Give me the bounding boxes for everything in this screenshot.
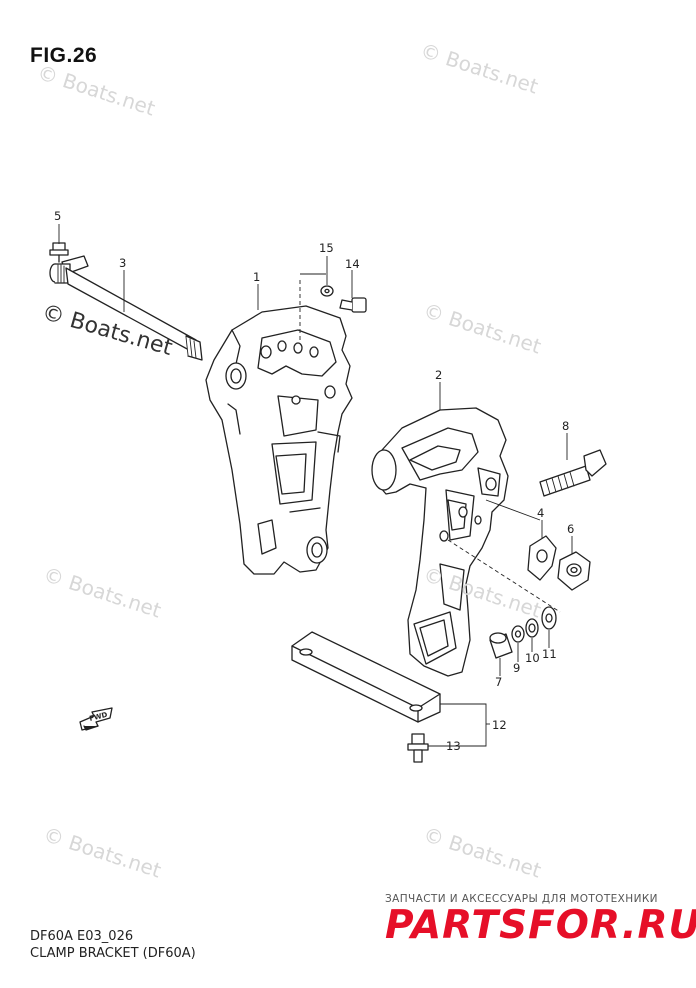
forward-arrow-icon: FWD (79, 707, 113, 731)
callout-8: 8 (562, 419, 569, 433)
shaft-bolt-part-3 (49, 255, 203, 361)
callout-6: 6 (567, 522, 574, 536)
callout-14: 14 (345, 257, 360, 271)
callout-10: 10 (525, 651, 540, 665)
clamp-bracket-part-1 (205, 305, 353, 575)
washer-part-15 (320, 285, 334, 297)
callout-1: 1 (253, 270, 260, 284)
callout-2: 2 (435, 368, 442, 382)
callout-7: 7 (495, 675, 502, 689)
bolt-part-14 (339, 297, 367, 313)
nut-part-6 (557, 551, 591, 591)
figure-title: FIG.26 (30, 44, 98, 67)
clamp-bracket-part-2 (371, 407, 509, 677)
washer-part-11 (541, 606, 557, 630)
callout-4: 4 (537, 506, 544, 520)
leader-lines (58, 224, 573, 747)
small-bolt-part-5 (49, 242, 69, 263)
brand-tagline: ЗАПЧАСТИ И АКСЕССУАРЫ ДЛЯ МОТОТЕХНИКИ (385, 893, 658, 905)
bolt-part-8 (539, 449, 607, 497)
callout-9: 9 (513, 661, 520, 675)
callout-15: 15 (319, 241, 334, 255)
pad-part-12 (291, 631, 441, 723)
brand-logo: PARTSFOR.RU (385, 903, 696, 948)
washer-part-10 (525, 618, 539, 638)
callout-11: 11 (542, 647, 557, 661)
bushing-part-7 (489, 632, 513, 659)
bolt-part-13 (407, 733, 429, 763)
washer-part-9 (511, 625, 525, 643)
callout-13: 13 (446, 739, 461, 753)
model-code: DF60A E03_026 (30, 929, 134, 944)
callout-5: 5 (54, 209, 61, 223)
callout-labels: 5 3 1 15 14 2 8 4 6 7 9 10 11 12 13 (54, 209, 574, 753)
plate-part-4 (527, 535, 557, 581)
callout-12: 12 (492, 718, 507, 732)
part-name: CLAMP BRACKET (DF60A) (30, 946, 196, 961)
callout-3: 3 (119, 256, 126, 270)
